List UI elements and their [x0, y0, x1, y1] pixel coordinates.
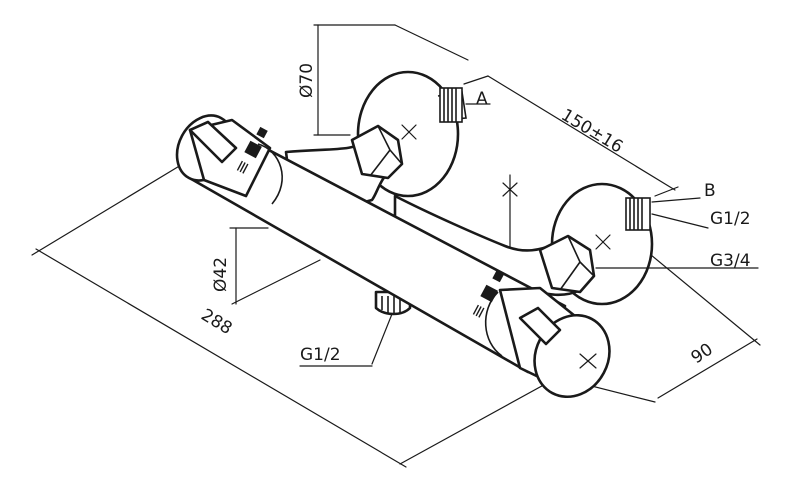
label-dia42: Ø42: [211, 257, 231, 292]
dimension-lines: [31, 24, 761, 468]
label-dia70: Ø70: [297, 63, 317, 98]
label-span: 150±16: [557, 105, 626, 157]
mixer-body: ≡ ■ ▪ ≡ ■ ▪: [175, 114, 611, 399]
callout-leaders: [299, 103, 759, 367]
label-90: 90: [688, 339, 717, 368]
label-288: 288: [197, 305, 235, 339]
label-b: B: [704, 181, 716, 201]
label-a: A: [476, 89, 488, 109]
label-g12-right: G1/2: [710, 209, 751, 229]
label-g12-bottom: G1/2: [300, 345, 341, 365]
label-g34: G3/4: [710, 251, 751, 271]
